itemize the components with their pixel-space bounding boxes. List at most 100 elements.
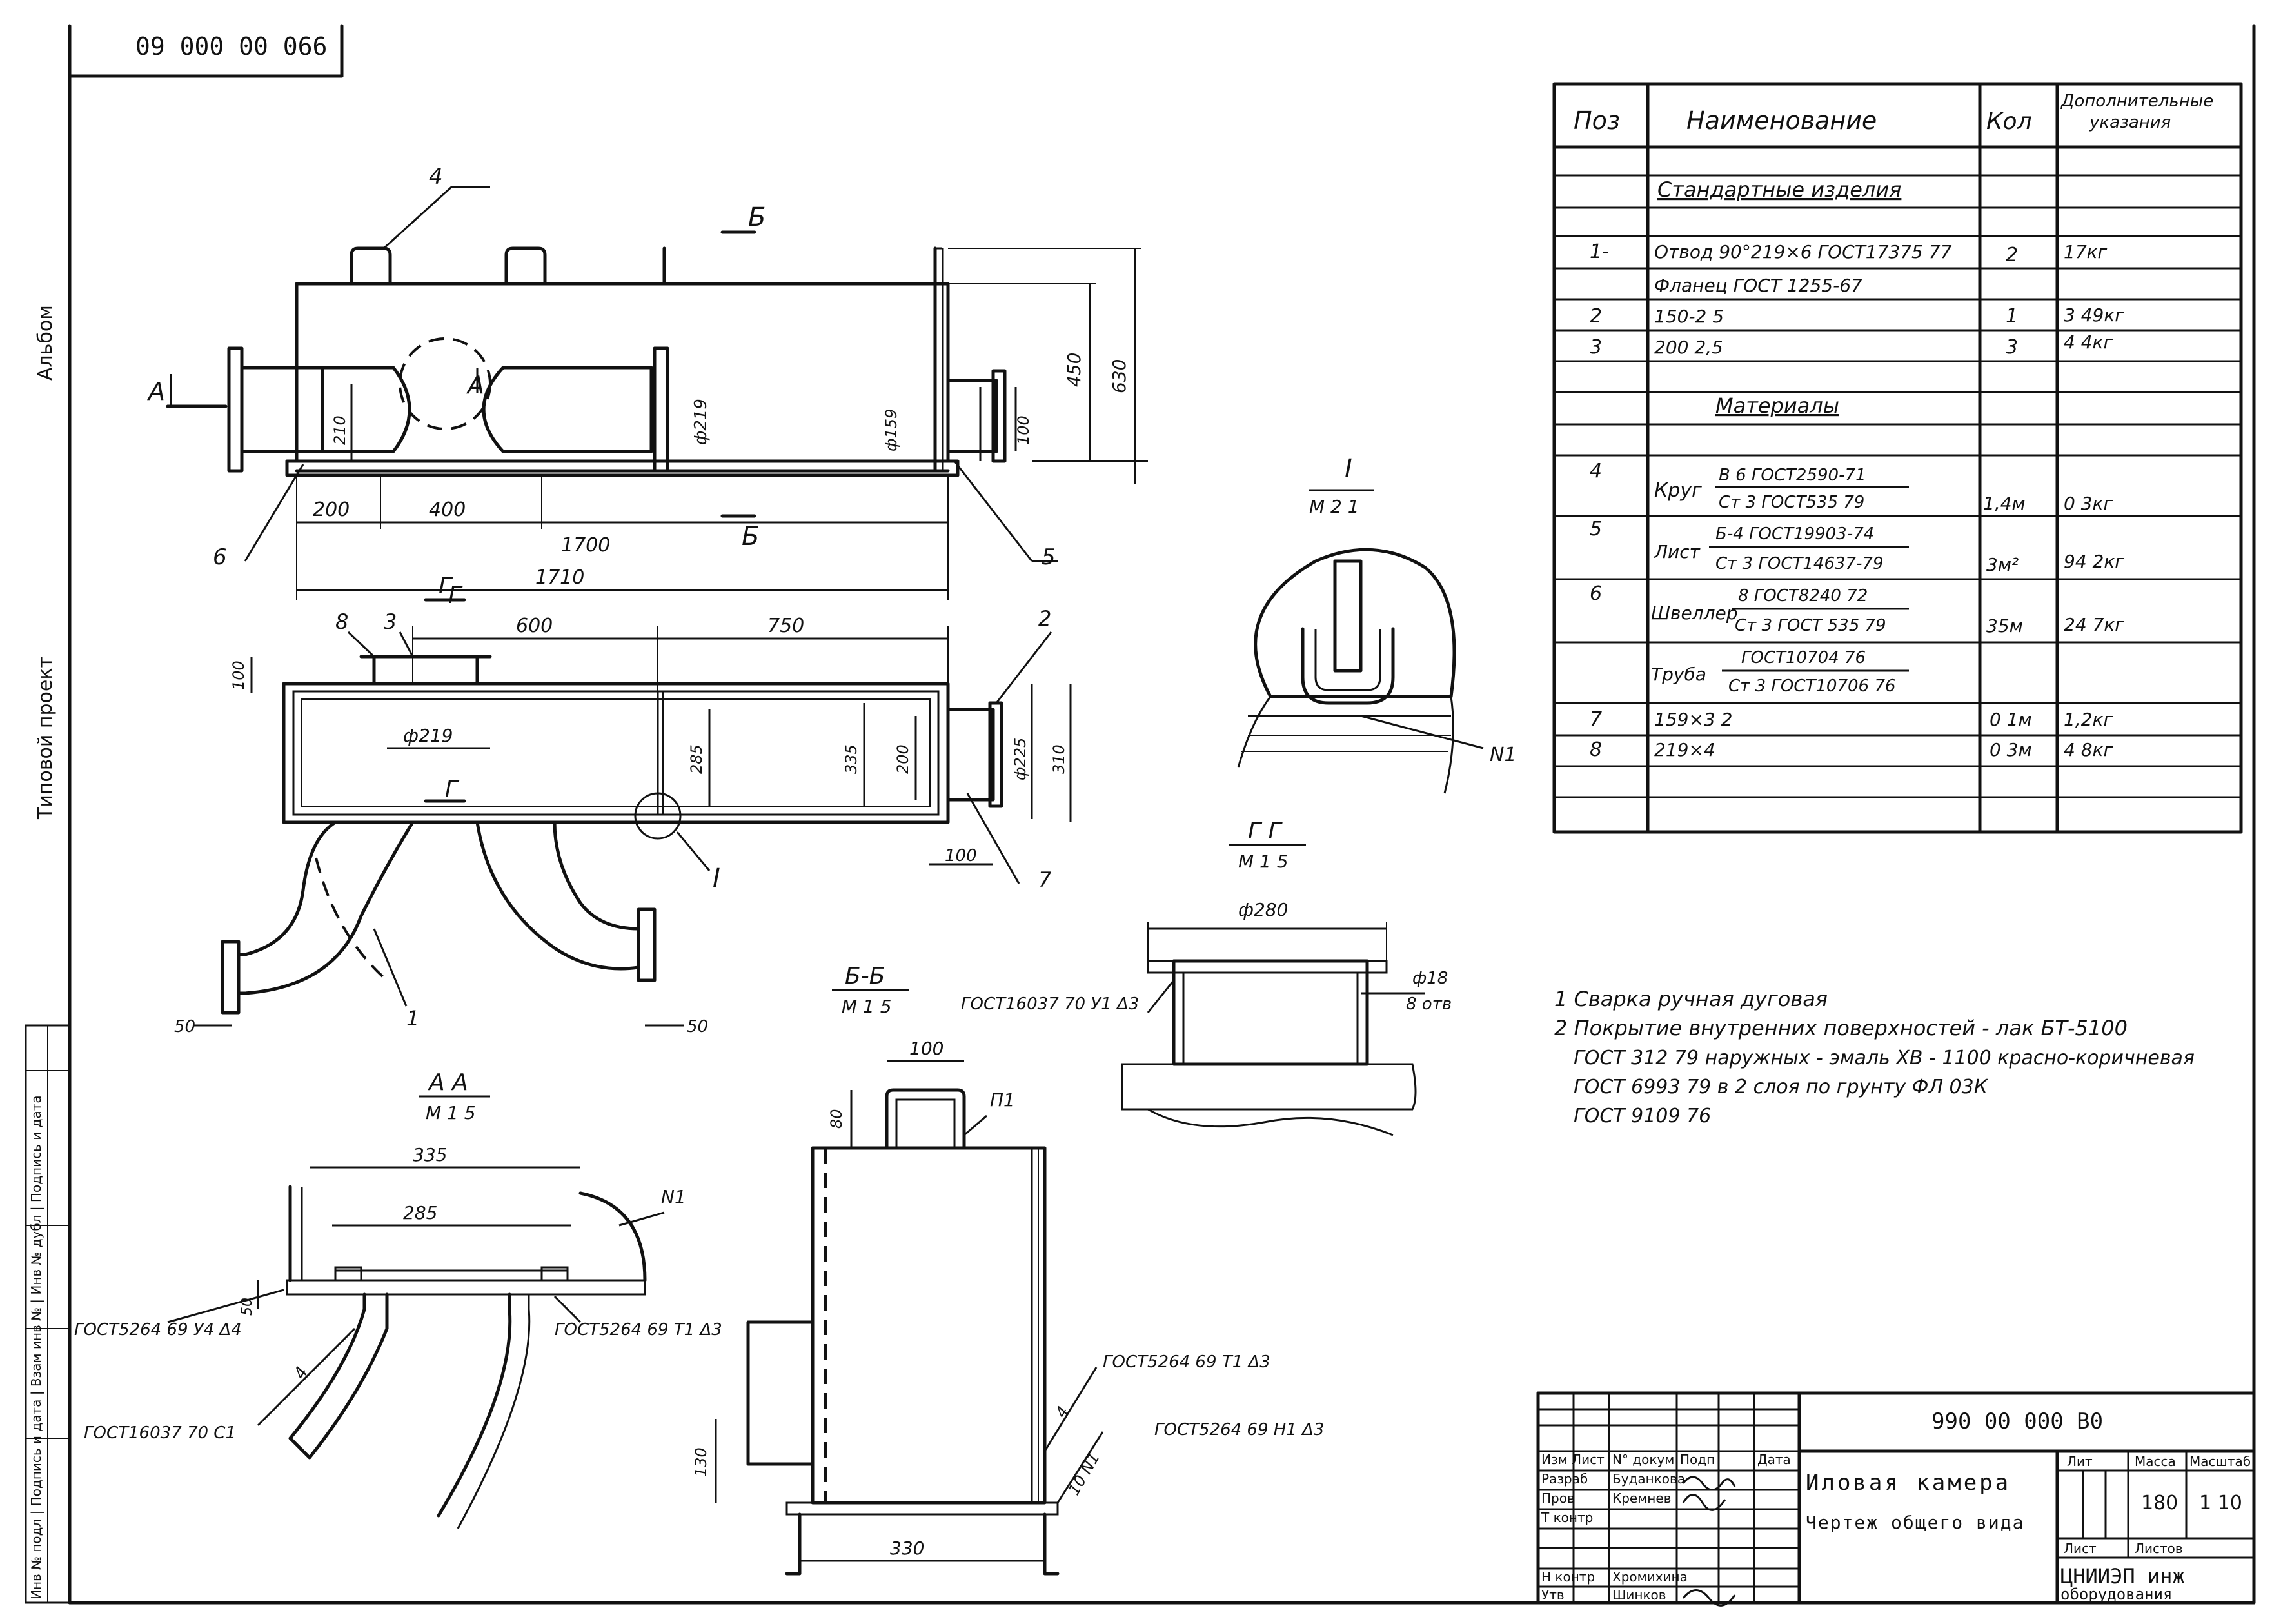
detail-I-weld: N1 [1490, 744, 1517, 766]
spec-row-8-note: 4 8кг [2064, 739, 2113, 760]
plan-label-G-top: Г [439, 573, 453, 599]
spec-row-1-name: Отвод 90°219×6 ГОСТ17375 77 [1654, 241, 1952, 262]
spec-row-4-pos: 4 [1590, 460, 1602, 482]
title-row-4-role: Н контр [1541, 1569, 1595, 1585]
section-BB-dim-130: 130 [692, 1447, 710, 1477]
title-row-4-name: Хромихина [1612, 1569, 1688, 1585]
title-lit-header: Лит [2067, 1454, 2093, 1469]
spec-header-pos: Поз [1574, 106, 1620, 135]
front-dim-100: 100 [1014, 415, 1032, 445]
plan-dim-200: 200 [894, 744, 912, 774]
spec-row-6-prefix: Швеллер [1651, 602, 1737, 624]
title-block: 990 00 000 В0 Иловая камера Чертеж общег… [1536, 1391, 2256, 1607]
front-label-B-bottom: Б [742, 522, 759, 551]
spec-row-5-prefix: Лист [1654, 541, 1701, 562]
section-BB-weld-1: ГОСТ5264 69 Т1 Δ3 [1103, 1352, 1270, 1372]
front-dim-630: 630 [1109, 359, 1130, 393]
spec-row-4-qty: 1,4м [1983, 493, 2026, 514]
section-AA-dim-285: 285 [403, 1202, 437, 1223]
section-GG-dim-280: ф280 [1238, 899, 1288, 920]
spec-row-6-note: 24 7кг [2064, 614, 2124, 635]
title-row-0-date: Дата [1757, 1452, 1791, 1467]
plan-dim-310: 310 [1050, 744, 1068, 774]
spec-row-4-prefix: Круг [1654, 479, 1702, 502]
plan-dim-d225: ф225 [1011, 738, 1029, 780]
spec-section-standard: Стандартные изделия [1657, 177, 1901, 202]
section-BB-dim-80: 80 [827, 1109, 845, 1129]
spec-row-1-note: 17кг [2064, 241, 2108, 262]
section-AA-weld-2: ГОСТ16037 70 С1 [84, 1423, 236, 1443]
spec-row-pipe-frac-bottom: Ст 3 ГОСТ10706 76 [1728, 677, 1895, 696]
title-org-2: оборудования [2060, 1585, 2172, 1603]
section-AA-title: А А [428, 1069, 468, 1096]
title-row-5-name: Шинков [1612, 1587, 1666, 1603]
front-label-6: 6 [213, 544, 227, 570]
front-dim-400: 400 [429, 499, 466, 521]
front-dim-200: 200 [313, 499, 350, 521]
title-row-1-name: Буданкова [1612, 1471, 1685, 1487]
spec-row-3-note: 4 4кг [2064, 332, 2113, 353]
front-dim-450: 450 [1063, 353, 1085, 387]
front-label-G: Г [448, 582, 463, 609]
plan-dim-50-right: 50 [687, 1017, 708, 1036]
spec-row-2-note: 3 49кг [2064, 304, 2124, 326]
spec-row-4-frac-bottom: Ст 3 ГОСТ535 79 [1719, 493, 1864, 512]
spec-row-6-frac-bottom: Ст 3 ГОСТ 535 79 [1735, 616, 1886, 635]
note-2: 2 Покрытие внутренних поверхностей - лак… [1554, 1016, 2128, 1040]
title-row-1-role: Разраб [1541, 1471, 1588, 1487]
note-4: ГОСТ 6993 79 в 2 слоя по грунту ФЛ 03К [1574, 1076, 1989, 1098]
section-GG-title: Г Г [1248, 818, 1283, 844]
detail-I-title: I [1345, 454, 1352, 484]
title-row-2-name: Кремнев [1612, 1490, 1671, 1506]
signature-mark [1682, 1476, 1736, 1491]
plan-label-G-mid: Г [445, 776, 460, 802]
title-scale: 1 10 [2199, 1492, 2242, 1514]
spec-header-name: Наименование [1686, 106, 1877, 135]
title-mass: 180 [2141, 1492, 2178, 1514]
signature-mark-2 [1682, 1494, 1726, 1511]
front-label-B-top: Б [748, 203, 766, 232]
spec-row-flange-name: Фланец ГОСТ 1255-67 [1654, 275, 1862, 296]
plan-label-8: 8 [335, 609, 348, 634]
front-dim-210: 210 [331, 415, 349, 445]
front-view: 4 Б Б А А 6 5 Г 200 400 1700 1710 450 63… [146, 164, 1148, 609]
title-row-5-role: Утв [1541, 1587, 1565, 1603]
plan-dim-335: 335 [842, 744, 860, 774]
title-row-0-name: N° докум [1612, 1452, 1674, 1467]
spec-row-7-note: 1,2кг [2064, 709, 2113, 730]
spec-row-7-qty: 0 1м [1990, 709, 2032, 730]
spec-header-notes-2: указания [2089, 113, 2171, 132]
plan-dim-750: 750 [767, 615, 804, 637]
spec-row-6-frac-top: 8 ГОСТ8240 72 [1738, 586, 1868, 606]
spec-row-3-pos: 3 [1590, 336, 1602, 359]
spec-row-5-pos: 5 [1590, 518, 1602, 540]
section-BB-dim-330: 330 [890, 1538, 924, 1559]
plan-view: 8 3 2 7 1 I Г Г 600 750 100 ф219 285 335… [174, 573, 1072, 1036]
section-GG: Г Г М 1 5 ф280 ф18 8 отв ГОСТ16037 70 У1… [961, 818, 1452, 1136]
section-BB-w2: 10 N1 [1065, 1449, 1103, 1498]
section-BB-w1: 4 [1052, 1403, 1072, 1421]
front-dim-1710: 1710 [535, 566, 584, 589]
plan-dim-285: 285 [687, 744, 706, 774]
project-label: Типовой проект [34, 657, 57, 820]
spec-header-notes-1: Дополнительные [2060, 92, 2213, 111]
title-line-2: Чертеж общего вида [1806, 1512, 2024, 1533]
section-AA-weld-3: ГОСТ5264 69 Т1 Δ3 [555, 1320, 722, 1340]
title-doc-code: 990 00 000 В0 [1931, 1409, 2103, 1434]
title-row-3-role: Т контр [1541, 1510, 1593, 1525]
spec-row-5-frac-bottom: Ст 3 ГОСТ14637-79 [1715, 554, 1884, 573]
title-row-0-sign: Подп [1680, 1452, 1715, 1467]
detail-I: I М 2 1 N1 [1237, 454, 1517, 794]
plan-dim-100: 100 [230, 660, 248, 690]
spec-row-5-frac-top: Б-4 ГОСТ19903-74 [1715, 524, 1874, 544]
plan-dim-d219: ф219 [403, 725, 453, 746]
side-stamp: Инв № подл | Подпись и дата | Взам инв №… [25, 1024, 71, 1604]
section-BB-title: Б-Б [845, 963, 885, 989]
spec-row-2-qty: 1 [2006, 305, 2018, 328]
spec-row-8-name: 219×4 [1654, 739, 1715, 760]
title-mass-header: Масса [2135, 1454, 2176, 1469]
spec-row-4-note: 0 3кг [2064, 493, 2113, 514]
spec-row-8-pos: 8 [1590, 738, 1602, 761]
spec-row-5-qty: 3м² [1986, 554, 2019, 575]
